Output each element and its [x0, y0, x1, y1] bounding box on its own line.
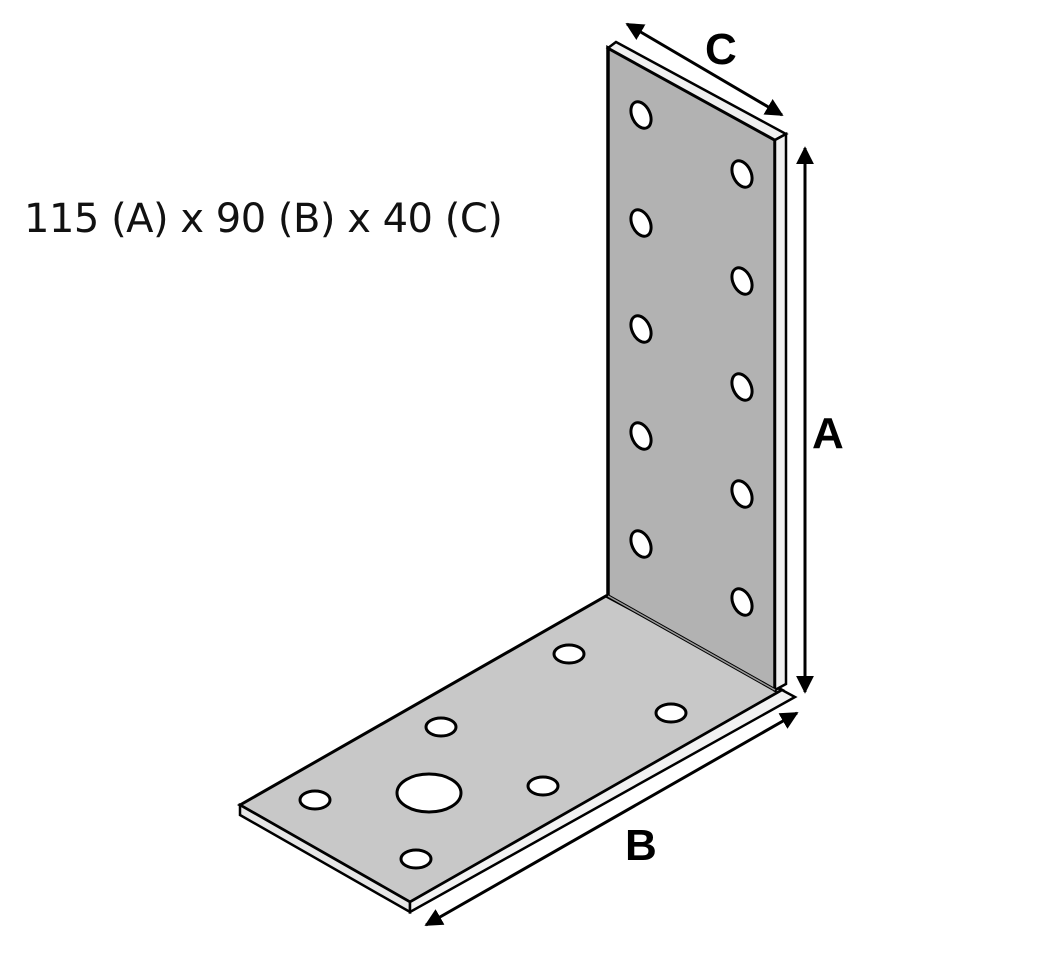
large-hole [395, 772, 463, 814]
vertical-plate [605, 40, 789, 693]
label-a: A [812, 409, 844, 458]
label-c: C [705, 25, 737, 74]
label-b: B [625, 821, 657, 870]
dimension-arrow-b [424, 711, 799, 927]
dimension-arrow-c [625, 22, 784, 117]
dimensions-caption: 115 (A) x 90 (B) x 40 (C) [24, 196, 503, 242]
